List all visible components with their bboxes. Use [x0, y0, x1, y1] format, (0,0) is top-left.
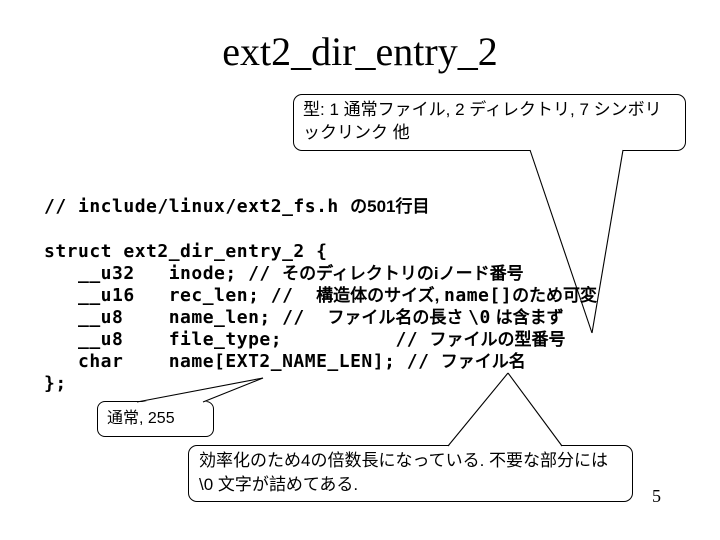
code-line-name-array: char name[EXT2_NAME_LEN]; // ファイル名 — [44, 351, 597, 373]
code-text: \0 — [468, 307, 491, 328]
code-line-file-type: __u8 file_type; // ファイルの型番号 — [44, 329, 597, 351]
include-path-comment: // include/linux/ext2_fs.h の501行目 — [44, 192, 429, 217]
code-text: __u16 rec_len; // — [44, 285, 317, 306]
code-comment-text: の501行目 — [350, 197, 430, 216]
padding-note-callout: 効率化のため4の倍数長になっている. 不要な部分には \0 文字が詰めてある. — [188, 445, 633, 502]
code-line-rec-len: __u16 rec_len; // 構造体のサイズ, name[]のため可変 — [44, 285, 597, 307]
code-line-inode: __u32 inode; // そのディレクトリのiノード番号 — [44, 263, 597, 285]
code-line-name-len: __u8 name_len; // ファイル名の長さ \0 は含まず — [44, 307, 597, 329]
code-text: }; — [44, 373, 67, 394]
code-line-struct-open: struct ext2_dir_entry_2 { — [44, 241, 597, 263]
code-text: struct ext2_dir_entry_2 { — [44, 241, 328, 262]
page-number: 5 — [652, 486, 661, 506]
code-comment-text: は含まず — [490, 308, 564, 327]
struct-code-block: struct ext2_dir_entry_2 { __u32 inode; /… — [44, 241, 597, 395]
padding-note-callout-text: 効率化のため4の倍数長になっている. 不要な部分には \0 文字が詰めてある. — [199, 451, 609, 494]
usual-value-callout-text: 通常, 255 — [107, 410, 175, 427]
usual-value-callout: 通常, 255 — [97, 401, 214, 437]
code-text: __u8 file_type; // — [44, 329, 430, 350]
slide-title: ext2_dir_entry_2 — [222, 29, 498, 74]
code-text: // include/linux/ext2_fs.h — [44, 196, 351, 217]
type-callout-text: 型: 1 通常ファイル, 2 ディレクトリ, 7 シンボリックリンク 他 — [303, 100, 662, 142]
code-comment-text: ファイル名 — [440, 352, 526, 371]
code-text: char name[EXT2_NAME_LEN]; // — [44, 351, 441, 372]
code-comment-text: ファイル名の長さ — [327, 308, 469, 327]
code-text: __u8 name_len; // — [44, 307, 328, 328]
code-text: name[] — [444, 285, 513, 306]
type-callout: 型: 1 通常ファイル, 2 ディレクトリ, 7 シンボリックリンク 他 — [293, 94, 686, 151]
code-text: __u32 inode; // — [44, 263, 283, 284]
code-comment-text: のため可変 — [512, 286, 598, 305]
code-comment-text: ファイルの型番号 — [429, 330, 566, 349]
code-line-struct-close: }; — [44, 373, 597, 395]
code-comment-text: 構造体のサイズ, — [316, 286, 445, 305]
code-comment-text: そのディレクトリのiノード番号 — [282, 264, 524, 283]
